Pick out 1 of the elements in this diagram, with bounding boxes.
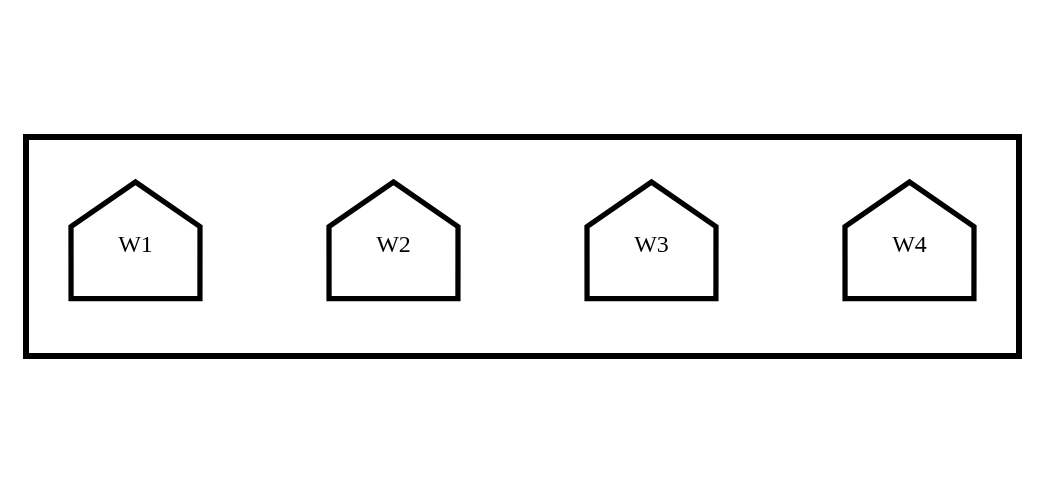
cluster [23,133,1022,359]
